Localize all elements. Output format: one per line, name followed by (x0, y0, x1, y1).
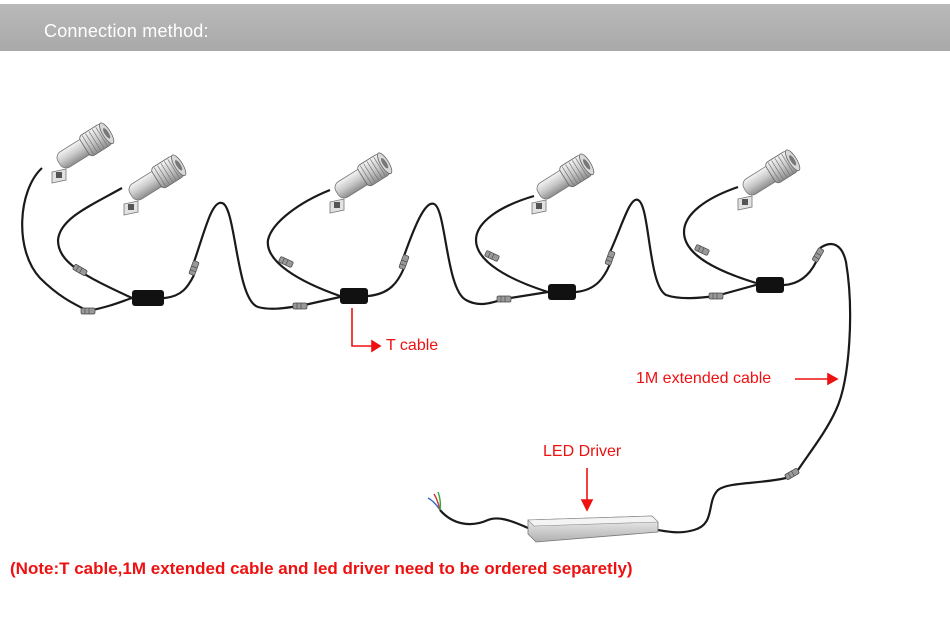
t-connector-icon (756, 277, 784, 293)
led-driver-arrow-icon (580, 468, 594, 512)
t-cable-label: T cable (386, 337, 439, 354)
plug-connector (80, 307, 96, 315)
plug-connector (496, 295, 512, 303)
t-connector-icon (132, 290, 164, 306)
t-connector-icon (548, 284, 576, 300)
plug-connector (708, 292, 724, 300)
spotlight-icon (737, 147, 803, 211)
spotlight-icon (123, 152, 189, 216)
extended-cable-label: 1M extended cable (636, 370, 772, 387)
plug-connector (292, 302, 308, 310)
led-driver-icon (527, 515, 659, 543)
plug-connector (188, 260, 200, 276)
spotlight-icon (51, 120, 117, 184)
plug-connector (604, 250, 616, 266)
plug-connector (72, 263, 88, 277)
plug-connector (784, 467, 800, 481)
plug-connector (811, 247, 825, 263)
spotlight-icon (329, 150, 395, 214)
led-driver-label: LED Driver (543, 443, 622, 460)
page-title: Connection method: (44, 21, 209, 41)
plug-connector (398, 254, 410, 270)
order-note: (Note:T cable,1M extended cable and led … (10, 559, 633, 578)
header-bar: Connection method: (0, 4, 950, 51)
t-cable-arrow-icon (351, 308, 382, 353)
extended-cable-arrow-icon (795, 372, 839, 386)
t-connector-icon (340, 288, 368, 304)
spotlight-icon (531, 151, 597, 215)
